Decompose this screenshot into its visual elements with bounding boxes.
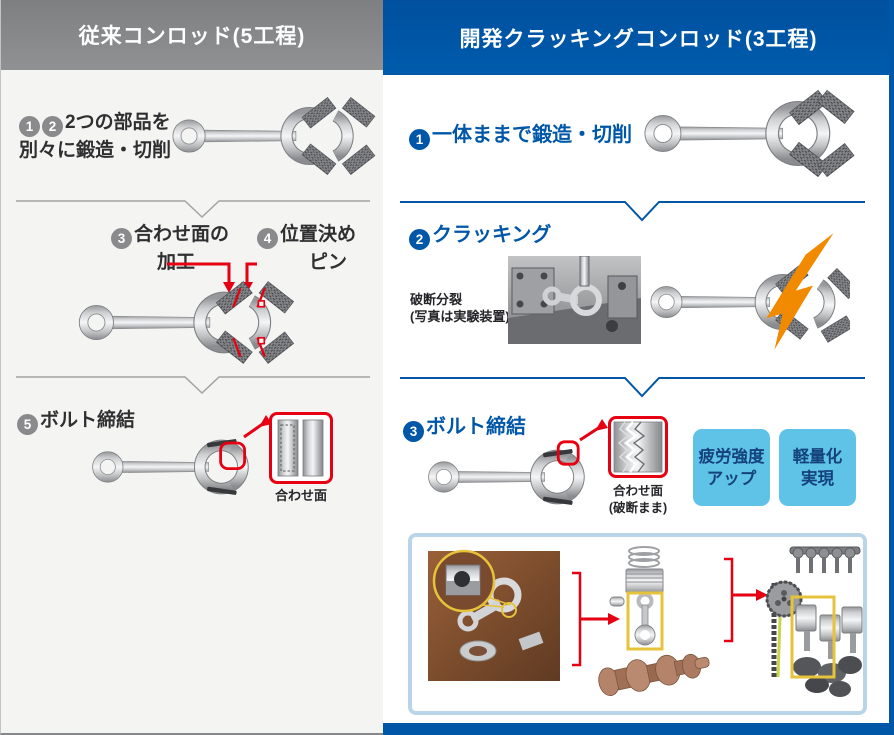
fracture-test-rig-photo — [508, 256, 641, 344]
step-3-text-line1: 合わせ面の — [134, 224, 230, 245]
step-2-number-badge: 2 — [42, 116, 63, 137]
badge-weight-line2: 実現 — [801, 469, 834, 488]
mating-surface-highlight-box — [219, 441, 246, 470]
crankshaft — [598, 653, 710, 696]
fracture-surface-caption-line2: (破断まま) — [608, 501, 668, 515]
rod-in-engine-highlight-rect — [790, 595, 836, 679]
fracture-surface-caption: 合わせ面 (破断まま) — [595, 483, 681, 517]
dev-step-2-text: クラッキング — [432, 224, 552, 246]
dev-step-1-number-badge: 1 — [409, 129, 430, 150]
fracture-photo-caption: 破断分裂 (写真は実験装置) — [410, 291, 510, 325]
locating-pin-mark — [257, 336, 266, 345]
developed-panel-header: 開発クラッキングコンロッド(3工程) — [383, 0, 894, 75]
dev-step-1-text: 一体ままで鍛造・切削 — [432, 124, 632, 146]
benefit-badge-weight-reduction: 軽量化 実現 — [779, 429, 856, 506]
step-5-text: ボルト締結 — [40, 410, 136, 431]
rod-machined-faces-illustration — [78, 281, 295, 364]
flow-divider-chevron — [16, 376, 370, 395]
step-3-number-badge: 3 — [111, 228, 132, 249]
application-photos-illustration — [428, 546, 863, 697]
fracture-surface-inset — [608, 416, 668, 478]
developed-header-title: 開発クラッキングコンロッド(3工程) — [459, 27, 818, 51]
badge-fatigue-line2: アップ — [706, 469, 757, 488]
dev-step-3-text: ボルト締結 — [426, 416, 526, 438]
step-5-number-badge: 5 — [17, 414, 38, 435]
application-photos-box — [408, 533, 867, 715]
fracture-caption-line2: (写真は実験装置) — [410, 309, 510, 324]
benefit-badge-fatigue-strength: 疲労強度 アップ — [693, 429, 770, 506]
rod-highlight-rect — [626, 591, 664, 651]
right-edge-accent-bar — [889, 0, 894, 735]
flow-divider-chevron-blue — [400, 377, 865, 398]
step-4-number-badge: 4 — [257, 228, 278, 249]
fracture-caption-line1: 破断分裂 — [410, 292, 463, 307]
step-4-text-line2: ピン — [309, 252, 348, 273]
flow-divider-chevron — [16, 200, 370, 219]
lightning-bolt-icon — [766, 233, 834, 350]
real-parts-photo — [428, 549, 560, 681]
step-1-number-badge: 1 — [19, 116, 40, 137]
mating-surface-detail — [277, 419, 324, 477]
flow-divider-chevron-blue — [400, 201, 865, 222]
inset-pointer-arrow — [579, 419, 608, 442]
dev-step-2-number-badge: 2 — [409, 229, 430, 250]
piston-rod-crank-illustration — [598, 546, 710, 696]
bolted-cracked-rod-illustration — [428, 440, 623, 506]
engine-assembly-illustration — [765, 546, 863, 697]
inset-pointer-arrow — [243, 415, 272, 439]
conventional-header-title: 従来コンロッド(5工程) — [78, 25, 306, 48]
one-piece-rod-illustration — [644, 89, 855, 178]
step-1-2-text-line2: 別々に鍛造・切削 — [19, 140, 172, 161]
flow-bracket-arrow — [724, 557, 768, 643]
bottom-accent-bar — [383, 723, 894, 735]
mating-surface-inset — [269, 412, 333, 484]
flow-bracket-arrow — [572, 571, 620, 667]
bolted-rod-illustration — [92, 438, 287, 496]
two-piece-rod-illustration — [172, 97, 376, 175]
fracture-surface-highlight-box — [556, 440, 580, 466]
step-1-2-text-line1: 2つの部品を — [65, 112, 171, 133]
conventional-panel-header: 従来コンロッド(5工程) — [1, 0, 383, 70]
locating-pin-mark — [257, 300, 266, 308]
mating-surface-caption: 合わせ面 — [274, 488, 327, 503]
cracking-rod-lightning-illustration — [650, 233, 850, 350]
badge-fatigue-line1: 疲労強度 — [698, 447, 765, 466]
fracture-surface-detail — [613, 421, 663, 473]
dev-step-3-number-badge: 3 — [403, 421, 424, 442]
badge-weight-line1: 軽量化 — [792, 447, 843, 466]
fracture-surface-caption-line1: 合わせ面 — [612, 484, 663, 498]
step-4-text-line1: 位置決め — [280, 224, 357, 245]
